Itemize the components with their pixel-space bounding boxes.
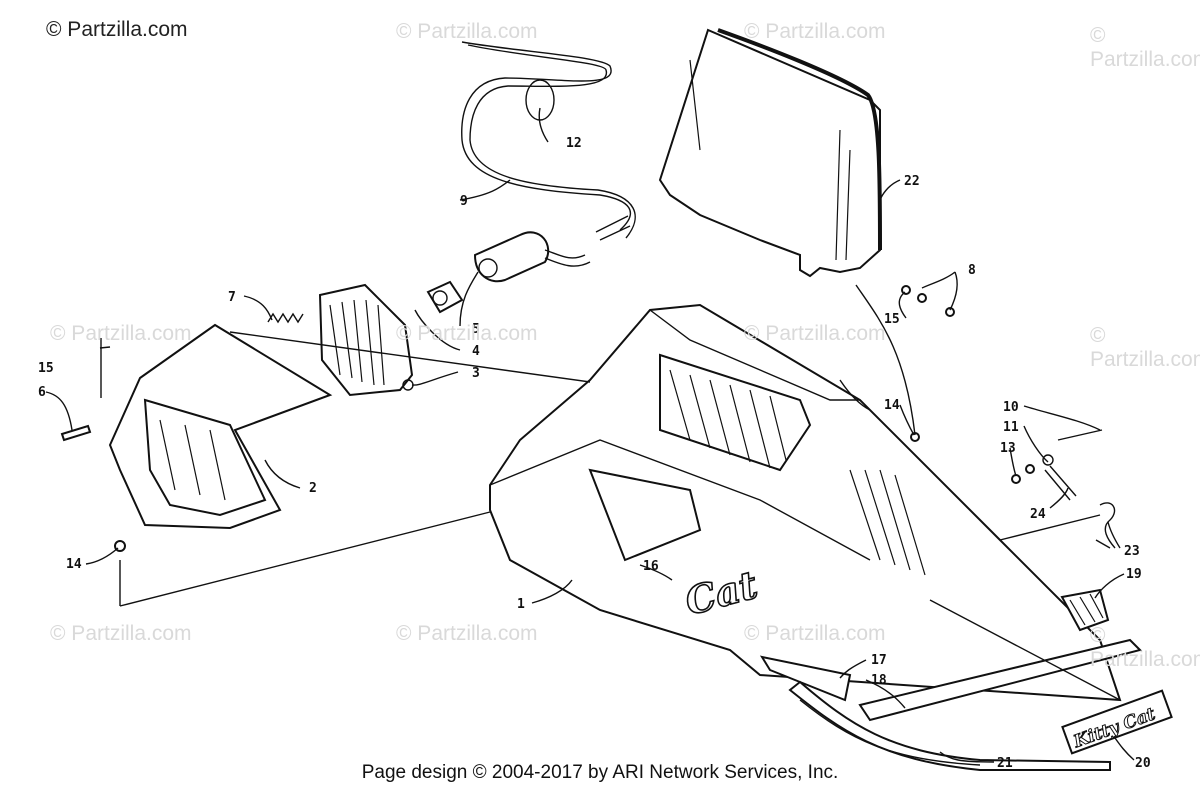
headlight-lens[interactable] <box>318 283 414 397</box>
page-footer: Page design © 2004-2017 by ARI Network S… <box>361 762 839 783</box>
watermark: © Partzilla.com <box>396 622 538 645</box>
watermark: © Partzilla.com <box>1090 24 1200 71</box>
watermark: © Partzilla.com <box>50 322 192 345</box>
callouts: 1 2 3 4 5 6 7 8 9 10 11 12 13 14 14 15 1… <box>38 136 1151 771</box>
leader-lines <box>45 107 1135 763</box>
callout-20: 20 <box>1135 756 1151 771</box>
spring[interactable] <box>267 312 304 324</box>
callout-15b: 15 <box>38 361 54 376</box>
watermark: © Partzilla.com <box>1090 324 1200 371</box>
watermark: © Partzilla.com <box>1090 624 1200 671</box>
callout-21: 21 <box>997 756 1013 771</box>
callout-17: 17 <box>871 653 887 668</box>
callout-24: 24 <box>1030 507 1046 522</box>
callout-1: 1 <box>517 597 525 612</box>
bulb[interactable] <box>426 280 464 314</box>
callout-3: 3 <box>472 366 480 381</box>
callout-9: 9 <box>460 194 468 209</box>
callout-8: 8 <box>968 263 976 278</box>
hood[interactable] <box>489 303 1122 702</box>
callout-19: 19 <box>1126 567 1142 582</box>
watermark: © Partzilla.com <box>50 622 192 645</box>
callout-11: 11 <box>1003 420 1019 435</box>
callout-10: 10 <box>1003 400 1019 415</box>
callout-22: 22 <box>904 174 920 189</box>
watermark: © Partzilla.com <box>744 20 886 43</box>
callout-15a: 15 <box>884 312 900 327</box>
callout-4: 4 <box>472 344 480 359</box>
callout-5: 5 <box>472 322 480 337</box>
callout-2: 2 <box>309 481 317 496</box>
callout-14a: 14 <box>884 398 900 413</box>
copyright-notice: © Partzilla.com <box>46 18 188 41</box>
hinge-parts[interactable] <box>1042 454 1116 549</box>
callout-7: 7 <box>228 290 236 305</box>
watermark: © Partzilla.com <box>744 622 886 645</box>
watermark: © Partzilla.com <box>396 322 538 345</box>
callout-14b: 14 <box>66 557 82 572</box>
callout-16: 16 <box>643 559 659 574</box>
callout-18: 18 <box>871 673 887 688</box>
wire-harness[interactable] <box>461 41 636 241</box>
watermark: © Partzilla.com <box>744 322 886 345</box>
small-decal[interactable] <box>1060 588 1110 632</box>
windshield[interactable] <box>658 28 882 278</box>
callout-13: 13 <box>1000 441 1016 456</box>
headlight-housing[interactable] <box>108 323 333 530</box>
callout-23: 23 <box>1124 544 1140 559</box>
callout-12: 12 <box>566 136 582 151</box>
side-trim[interactable] <box>759 638 1142 771</box>
watermark: © Partzilla.com <box>396 20 538 43</box>
callout-6: 6 <box>38 385 46 400</box>
bulb-socket[interactable] <box>473 231 591 283</box>
